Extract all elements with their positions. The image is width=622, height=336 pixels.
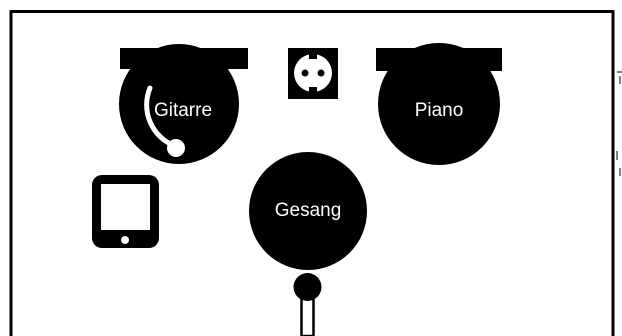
instrument-label-piano: Piano — [415, 100, 464, 121]
guitar-amp-icon: Gitarre — [119, 44, 248, 164]
microphone-icon — [293, 273, 322, 336]
instrument-label-gitarre: Gitarre — [154, 100, 212, 121]
tablet-icon — [92, 175, 159, 248]
power-outlet-icon — [288, 48, 338, 99]
edge-marks — [616, 71, 622, 176]
instrument-label-gesang: Gesang — [275, 200, 342, 221]
vocal-position-icon: Gesang — [249, 152, 367, 270]
stage-border — [9, 10, 615, 336]
piano-amp-icon: Piano — [376, 43, 502, 165]
